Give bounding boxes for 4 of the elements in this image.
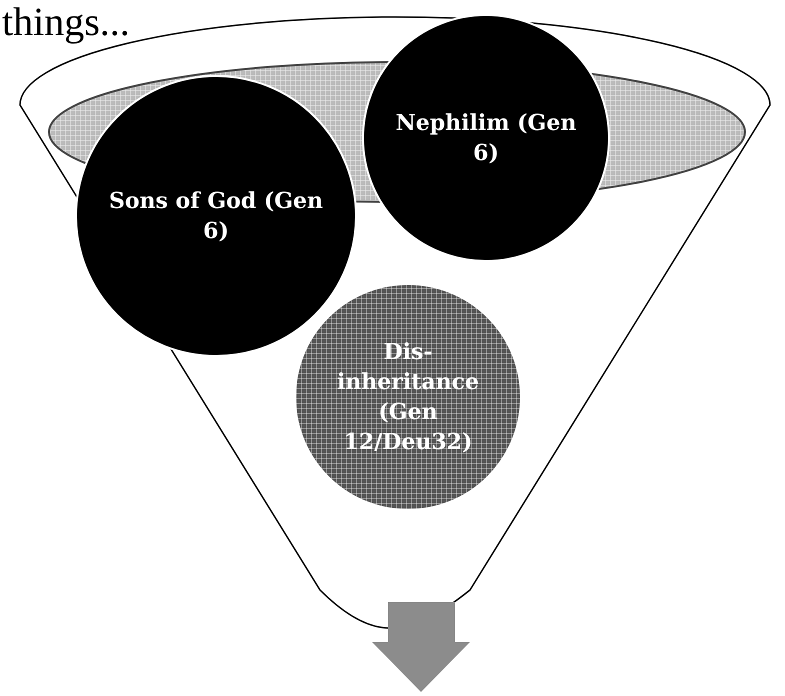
- heading-text: things...: [2, 0, 130, 44]
- node-label: Sons of God (Gen 6): [108, 187, 324, 246]
- node-label: Nephilim (Gen 6): [394, 109, 578, 168]
- node-label: Dis-inheritance (Gen 12/Deu32): [336, 338, 480, 457]
